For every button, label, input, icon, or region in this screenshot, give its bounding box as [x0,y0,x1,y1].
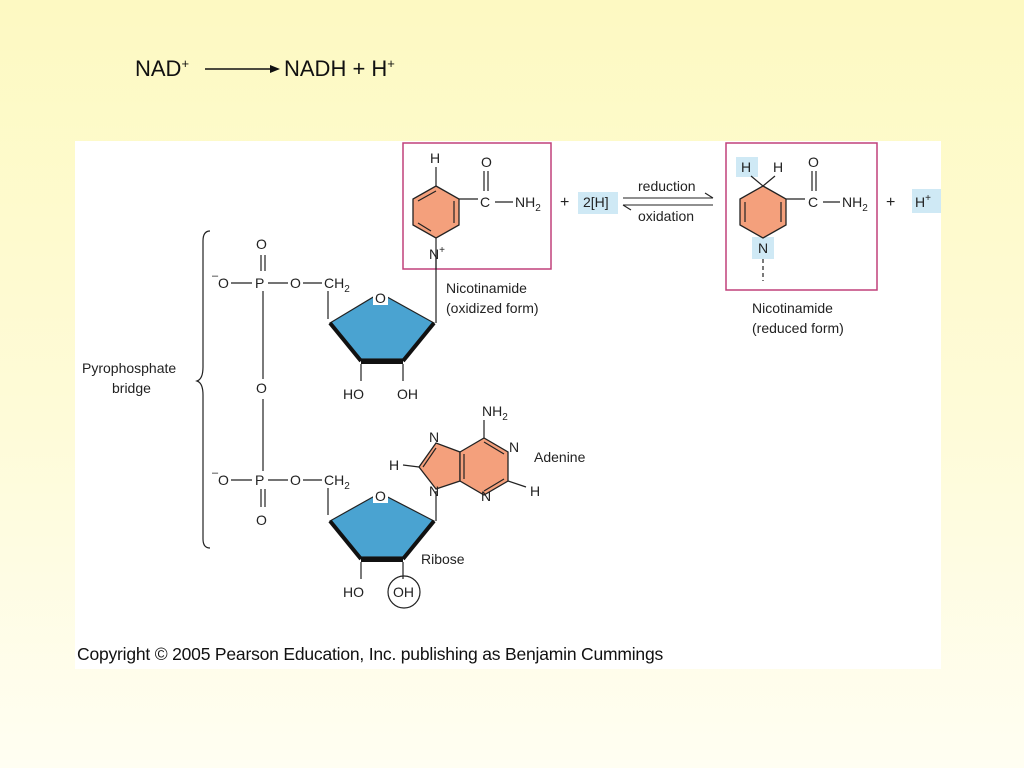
reduced-n: N [758,240,768,256]
adenine-label: Adenine [534,449,586,465]
reduced-n-highlight [752,237,774,259]
oxidized-h: H [430,150,440,166]
adenine-n1: N [429,429,439,445]
bottom-o-minus: O [218,472,229,488]
plus-sign-2: + [886,194,895,211]
adenine-n4: N [481,488,491,504]
nad-label: NAD+ [135,56,189,81]
reduced-form: (reduced form) [752,320,844,336]
two-h-highlight [578,192,618,214]
title-equation: NAD+ NADH + H+ [135,56,395,81]
reduced-c: C [808,194,818,210]
bottom-ribose-ring [327,488,437,579]
top-minus: – [212,270,219,282]
top-ch2: CH2 [324,275,350,295]
bottom-ribose-o: O [375,488,386,504]
reduced-h1: H [741,159,751,175]
reduced-nh2: NH2 [842,194,868,214]
top-ribose-ho: HO [343,386,364,402]
oxidized-form: (oxidized form) [446,300,539,316]
ribose-label: Ribose [421,551,465,567]
top-ribose-o: O [375,290,386,306]
reduction-label: reduction [638,178,696,194]
top-ribose-ring [327,256,437,381]
bottom-ch2: CH2 [324,472,350,492]
h-plus-label: H+ [915,193,931,210]
oh-circle [387,575,421,609]
oxidized-box [402,142,552,270]
adenine-rings [402,420,527,496]
oxidized-nicotinamide-ring [412,167,513,269]
adenine-n2: N [509,439,519,455]
pyrophosphate-brace [195,230,211,549]
reduced-h2: H [773,159,783,175]
bottom-o-bottom: O [256,512,267,528]
oxidized-nh2: NH2 [515,194,541,214]
adenine-h1: H [389,457,399,473]
oxidized-o: O [481,154,492,170]
bottom-p: P [255,472,264,488]
reduced-h-highlight [736,157,758,177]
plus-sign-1: + [560,194,569,211]
reduced-o: O [808,154,819,170]
pyrophosphate-label-2: bridge [112,380,151,396]
bottom-minus: – [212,467,219,479]
pyrophosphate-label-1: Pyrophosphate [82,360,176,376]
top-p: P [255,275,264,291]
adenine-h2: H [530,483,540,499]
bottom-ribose-ho: HO [343,584,364,600]
bottom-o-right: O [290,472,301,488]
reaction-arrow [205,65,280,73]
bottom-ribose-oh: OH [393,584,414,600]
copyright-text: Copyright © 2005 Pearson Education, Inc.… [77,644,664,664]
nad-structure-figure: H O C NH2 N+ Nicotinamide (oxidized form… [75,141,941,669]
oxidized-c: C [480,194,490,210]
top-o-right: O [290,275,301,291]
bridge-o: O [256,380,267,396]
reduced-box [725,142,878,291]
top-o-top: O [256,236,267,252]
two-h-label: 2[H] [583,194,609,210]
structure-diagram: H O C NH2 N+ Nicotinamide (oxidized form… [82,142,941,609]
top-ribose-oh: OH [397,386,418,402]
adenine-n3: N [429,483,439,499]
reduced-name: Nicotinamide [752,300,833,316]
nadh-label: NADH + H+ [284,56,395,81]
oxidation-label: oxidation [638,208,694,224]
equilibrium-arrows [622,192,714,211]
top-o-minus: O [218,275,229,291]
oxidized-n-plus: N+ [429,245,445,262]
h-plus-highlight [912,189,941,213]
adenine-nh2: NH2 [482,403,508,423]
reduced-nicotinamide-ring [739,171,840,281]
oxidized-name: Nicotinamide [446,280,527,296]
